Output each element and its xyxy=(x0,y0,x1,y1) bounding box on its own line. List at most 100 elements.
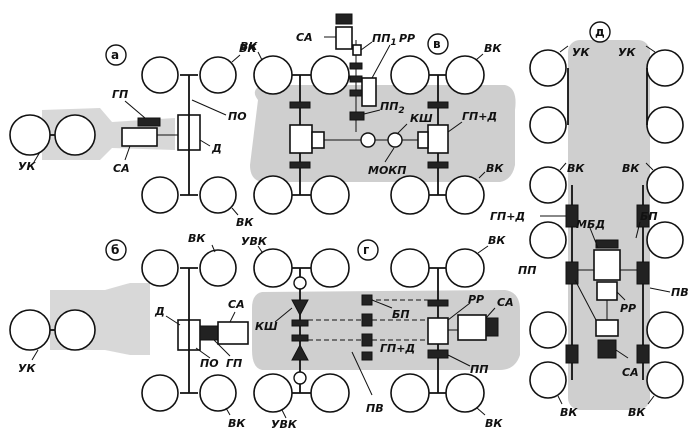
scheme-b-sa-label: СА xyxy=(228,298,245,311)
scheme-d-wheel-uk-bl xyxy=(529,106,567,144)
scheme-a: а УК ГП ПО СА Д ВК ВК xyxy=(9,42,257,229)
scheme-d-sa-block xyxy=(597,339,617,359)
scheme-a-sa-box xyxy=(121,127,158,147)
scheme-d-wheel-vk-1r xyxy=(646,166,684,204)
scheme-d-wheel-uk-tr xyxy=(646,49,684,87)
scheme-v-gpd-box xyxy=(427,124,449,154)
scheme-a-vk-label-bottom: ВК xyxy=(236,216,254,229)
scheme-g-sa-box xyxy=(457,314,487,341)
scheme-d-vk-label-1l: ВК xyxy=(567,162,585,175)
scheme-g-uvk-leader-top xyxy=(257,245,263,253)
scheme-g-panel-letter: г xyxy=(363,243,369,257)
scheme-d-mbd-leader xyxy=(589,227,599,249)
scheme-g-ksh-leader xyxy=(274,307,293,323)
scheme-d-bp-right-1 xyxy=(636,204,650,228)
scheme-g-gpd-block-1 xyxy=(361,333,373,347)
scheme-b-gp-label: ГП xyxy=(226,357,242,370)
scheme-a-sa-label: СА xyxy=(113,162,130,175)
scheme-g-wheel-bm xyxy=(310,373,350,413)
scheme-g-pp-leader xyxy=(447,354,471,367)
scheme-a-rear-wheel-br xyxy=(199,176,237,214)
scheme-g-wheel-tr2 xyxy=(445,248,485,288)
scheme-v-pp1-label: ПП1 xyxy=(372,32,397,48)
scheme-b-uk-leader xyxy=(31,349,39,361)
scheme-g: г УВК УВК КШ БП ГП+Д ПВ РР СА ПП ВК ВК xyxy=(241,234,520,431)
scheme-v-wheel-tl xyxy=(253,55,293,95)
scheme-g-wheel-tr1 xyxy=(390,248,430,288)
scheme-g-rr-leader xyxy=(447,302,471,321)
scheme-v-vk-leader-tl xyxy=(257,51,263,61)
scheme-g-ksh-bottom-outer xyxy=(293,371,307,385)
scheme-b: б УК Д СА ПО ГП ВК ВК xyxy=(9,232,249,430)
scheme-g-ksh-bottom-wedge xyxy=(291,343,309,361)
scheme-v-sa-cap xyxy=(335,13,353,25)
scheme-d-wheel-vk-2r xyxy=(646,221,684,259)
scheme-v-wheel-tr2 xyxy=(445,55,485,95)
scheme-d-vk-label-4r: ВК xyxy=(628,406,646,419)
scheme-g-sa-label: СА xyxy=(497,296,514,309)
scheme-d-vk-leader-1l xyxy=(559,162,567,171)
scheme-v-vk-label-top: ВК xyxy=(484,42,502,55)
scheme-v-vk-label-right: ВК xyxy=(486,162,504,175)
scheme-d-uk-label-tr: УК xyxy=(618,46,636,59)
scheme-b-front-wheel-left xyxy=(9,309,51,351)
scheme-d-rr-box xyxy=(596,281,618,301)
scheme-d-pv-label: ПВ xyxy=(671,286,689,299)
scheme-g-ksh-top-wedge xyxy=(291,299,309,317)
scheme-v-sa-label: СА xyxy=(296,31,313,44)
scheme-d-pv-leader xyxy=(649,287,671,293)
scheme-b-d-label: Д xyxy=(154,305,165,318)
scheme-g-gpd-label: ГП+Д xyxy=(380,342,415,355)
scheme-d-mbd-label: МБД xyxy=(576,218,605,231)
scheme-v-left-gp-box xyxy=(289,124,313,154)
scheme-g-pv-leader xyxy=(351,351,373,396)
scheme-v-gear-2 xyxy=(349,75,363,83)
scheme-g-rr-hub-top xyxy=(427,299,449,307)
scheme-d-mbd-gear-top xyxy=(595,239,619,249)
scheme-a-front-wheel-right xyxy=(54,114,96,156)
scheme-a-rear-wheel-tr xyxy=(199,56,237,94)
scheme-g-uvk-leader-bottom xyxy=(281,409,287,419)
scheme-g-pv-label: ПВ xyxy=(366,402,384,415)
scheme-g-wheel-br1 xyxy=(390,373,430,413)
scheme-d-vk-leader-1r xyxy=(645,162,654,171)
scheme-b-sa-box xyxy=(217,321,249,345)
scheme-v-vk-leader-top xyxy=(475,53,484,61)
scheme-g-ksh-label: КШ xyxy=(255,320,278,333)
scheme-v-panel-letter: в xyxy=(433,37,441,51)
scheme-g-pp-block xyxy=(427,349,449,359)
scheme-g-vk-leader-bottom xyxy=(476,407,486,416)
scheme-v-wheel-br2 xyxy=(445,175,485,215)
scheme-a-uk-label: УК xyxy=(18,160,36,173)
scheme-b-gp-block xyxy=(199,325,219,341)
scheme-d-wheel-vk-3l xyxy=(529,311,567,349)
scheme-g-rr-label: РР xyxy=(468,293,484,306)
scheme-g-sa-cap xyxy=(485,317,499,337)
scheme-a-po-label: ПО xyxy=(228,110,247,123)
scheme-d-wheel-vk-3r xyxy=(646,311,684,349)
scheme-v-pp1-sub: 1 xyxy=(390,38,396,48)
scheme-v-body xyxy=(250,85,516,182)
scheme-b-gp-leader xyxy=(213,339,231,357)
scheme-d: д УК УК ВК ВК ГП+Д БП МБД ПП РР ПВ СА ВК… xyxy=(490,21,689,419)
scheme-v-pp2-label: ПП2 xyxy=(380,100,405,116)
scheme-a-d-label: Д xyxy=(211,142,222,155)
scheme-g-wheel-tm xyxy=(310,248,350,288)
scheme-v-pp2-sub: 2 xyxy=(398,106,404,116)
scheme-v-vk-leader-right xyxy=(478,171,486,179)
scheme-v-wheel-tr1 xyxy=(390,55,430,95)
scheme-a-panel-letter: а xyxy=(111,48,119,62)
scheme-g-wheel-br2 xyxy=(445,373,485,413)
scheme-g-bp-leader xyxy=(371,299,393,309)
scheme-d-gpd-label: ГП+Д xyxy=(490,210,525,223)
scheme-a-po-leader xyxy=(191,99,227,116)
scheme-a-rear-wheel-tl xyxy=(141,56,179,94)
scheme-a-gp-block xyxy=(137,117,161,127)
scheme-b-d-leader xyxy=(165,315,181,326)
scheme-d-pp-leader xyxy=(574,279,597,321)
scheme-b-uk-label: УК xyxy=(18,362,36,375)
scheme-d-wheel-vk-4r xyxy=(646,361,684,399)
scheme-g-body xyxy=(252,290,520,370)
scheme-v-gear-3 xyxy=(349,89,363,97)
scheme-b-rear-wheel-bl xyxy=(141,374,179,412)
